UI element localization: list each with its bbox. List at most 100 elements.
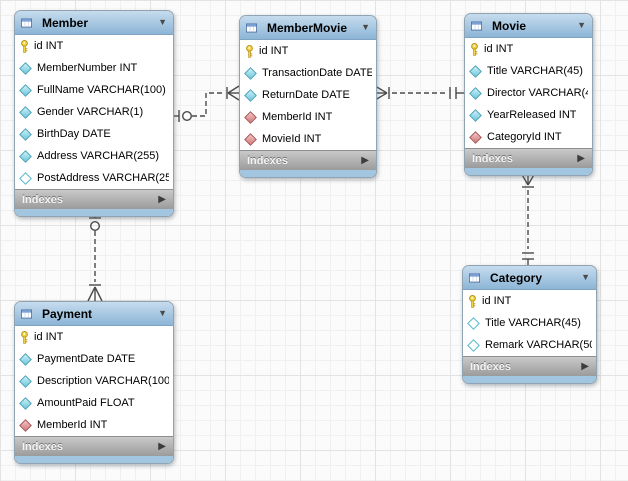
indexes-bar[interactable]: Indexes ▶: [15, 189, 173, 209]
expand-arrow-icon[interactable]: ▶: [158, 440, 166, 452]
table-movie-header[interactable]: Movie ▼: [465, 14, 592, 38]
expand-arrow-icon[interactable]: ▶: [158, 193, 166, 205]
column-row[interactable]: PostAddress VARCHAR(255): [15, 167, 173, 189]
table-movie[interactable]: Movie ▼ id INT Title VARCHAR(45) Directo…: [464, 13, 593, 176]
indexes-bar[interactable]: Indexes ▶: [240, 150, 376, 170]
column-label: YearReleased INT: [487, 109, 577, 121]
table-icon: [21, 308, 32, 320]
table-membermovie[interactable]: MemberMovie ▼ id INT TransactionDate DAT…: [239, 15, 377, 178]
column-row[interactable]: Address VARCHAR(255): [15, 145, 173, 167]
table-bottom-strip: [240, 170, 376, 177]
column-label: MemberId INT: [37, 419, 108, 431]
column-label: CategoryId INT: [487, 131, 562, 143]
expand-arrow-icon[interactable]: ▶: [577, 152, 585, 164]
indexes-bar[interactable]: Indexes ▶: [463, 356, 596, 376]
column-label: Title VARCHAR(45): [485, 317, 581, 329]
table-payment-header[interactable]: Payment ▼: [15, 302, 173, 326]
key-icon: [244, 44, 255, 58]
column-label: AmountPaid FLOAT: [37, 397, 135, 409]
expand-arrow-icon[interactable]: ▶: [581, 360, 589, 372]
column-row[interactable]: AmountPaid FLOAT: [15, 392, 173, 414]
collapse-arrow-icon[interactable]: ▼: [158, 308, 167, 318]
collapse-arrow-icon[interactable]: ▼: [577, 20, 586, 30]
table-category[interactable]: Category ▼ id INT Title VARCHAR(45) Rema…: [462, 265, 597, 384]
column-label: Gender VARCHAR(1): [37, 106, 144, 118]
table-member-columns: id INT MemberNumber INT FullName VARCHAR…: [15, 35, 173, 189]
column-label: TransactionDate DATE: [262, 67, 372, 79]
column-label: PaymentDate DATE: [37, 353, 136, 365]
column-row[interactable]: MovieId INT: [240, 128, 376, 150]
table-icon: [471, 20, 482, 32]
table-member-header[interactable]: Member ▼: [15, 11, 173, 35]
indexes-label: Indexes: [22, 440, 63, 453]
indexes-label: Indexes: [470, 360, 511, 373]
column-row[interactable]: id INT: [15, 35, 173, 57]
table-title: Category: [490, 270, 543, 285]
column-row[interactable]: FullName VARCHAR(100): [15, 79, 173, 101]
column-label: Remark VARCHAR(500): [485, 339, 592, 351]
indexes-label: Indexes: [472, 152, 513, 165]
column-row[interactable]: MemberNumber INT: [15, 57, 173, 79]
table-membermovie-columns: id INT TransactionDate DATE ReturnDate D…: [240, 40, 376, 150]
collapse-arrow-icon[interactable]: ▼: [581, 272, 590, 282]
table-bottom-strip: [465, 168, 592, 175]
column-row[interactable]: TransactionDate DATE: [240, 62, 376, 84]
fk-column-icon: [19, 418, 32, 432]
relationship-member-payment[interactable]: [87, 214, 103, 302]
indexes-bar[interactable]: Indexes ▶: [15, 436, 173, 456]
column-icon: [19, 352, 32, 366]
column-nullable-icon: [19, 171, 32, 185]
column-row[interactable]: id INT: [240, 40, 376, 62]
column-label: id INT: [34, 40, 64, 52]
column-row[interactable]: ReturnDate DATE: [240, 84, 376, 106]
table-title: MemberMovie: [267, 20, 348, 35]
relationship-member-membermovie[interactable]: [172, 85, 240, 122]
column-row[interactable]: Director VARCHAR(45): [465, 82, 592, 104]
column-label: Address VARCHAR(255): [37, 150, 160, 162]
column-icon: [469, 108, 482, 122]
column-row[interactable]: Gender VARCHAR(1): [15, 101, 173, 123]
column-row[interactable]: id INT: [15, 326, 173, 348]
table-title: Payment: [42, 306, 93, 321]
column-icon: [19, 149, 32, 163]
column-icon: [19, 127, 32, 141]
column-row[interactable]: Title VARCHAR(45): [465, 60, 592, 82]
column-row[interactable]: Description VARCHAR(100): [15, 370, 173, 392]
fk-column-icon: [244, 132, 257, 146]
column-label: BirthDay DATE: [37, 128, 111, 140]
column-row[interactable]: YearReleased INT: [465, 104, 592, 126]
column-row[interactable]: MemberId INT: [15, 414, 173, 436]
column-row[interactable]: BirthDay DATE: [15, 123, 173, 145]
table-payment[interactable]: Payment ▼ id INT PaymentDate DATE Descri…: [14, 301, 174, 464]
expand-arrow-icon[interactable]: ▶: [361, 154, 369, 166]
column-row[interactable]: PaymentDate DATE: [15, 348, 173, 370]
column-row[interactable]: Title VARCHAR(45): [463, 312, 596, 334]
indexes-bar[interactable]: Indexes ▶: [465, 148, 592, 168]
column-icon: [19, 83, 32, 97]
column-label: FullName VARCHAR(100): [37, 84, 166, 96]
column-row[interactable]: CategoryId INT: [465, 126, 592, 148]
indexes-label: Indexes: [247, 154, 288, 167]
column-icon: [19, 374, 32, 388]
relationship-membermovie-movie[interactable]: [374, 85, 464, 101]
column-row[interactable]: Remark VARCHAR(500): [463, 334, 596, 356]
column-icon: [469, 86, 482, 100]
collapse-arrow-icon[interactable]: ▼: [361, 22, 370, 32]
relationship-movie-category[interactable]: [520, 172, 536, 265]
table-category-header[interactable]: Category ▼: [463, 266, 596, 290]
table-member[interactable]: Member ▼ id INT MemberNumber INT FullNam…: [14, 10, 174, 217]
table-payment-columns: id INT PaymentDate DATE Description VARC…: [15, 326, 173, 436]
column-label: MovieId INT: [262, 133, 322, 145]
column-label: MemberNumber INT: [37, 62, 138, 74]
column-icon: [244, 88, 257, 102]
column-label: Description VARCHAR(100): [37, 375, 169, 387]
collapse-arrow-icon[interactable]: ▼: [158, 17, 167, 27]
column-row[interactable]: id INT: [463, 290, 596, 312]
column-row[interactable]: id INT: [465, 38, 592, 60]
table-bottom-strip: [15, 456, 173, 463]
column-row[interactable]: MemberId INT: [240, 106, 376, 128]
table-membermovie-header[interactable]: MemberMovie ▼: [240, 16, 376, 40]
table-icon: [246, 22, 257, 34]
